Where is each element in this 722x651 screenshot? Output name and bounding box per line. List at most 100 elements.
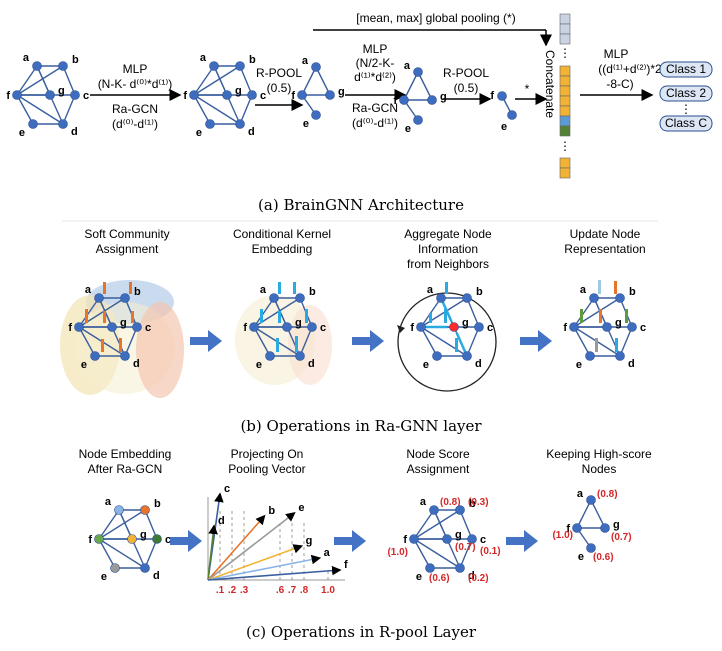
feature-bar-e — [276, 338, 279, 352]
rpool-step2-line1: Projecting On — [231, 447, 304, 461]
ragnn-step-arrow-2 — [352, 330, 384, 352]
vector-label-d: d — [218, 515, 225, 527]
node-label-e: e — [405, 123, 411, 135]
node-label-f: f — [291, 90, 295, 102]
vector-label-f: f — [344, 559, 348, 571]
node-d — [295, 351, 305, 361]
node-a — [436, 293, 446, 303]
node-c — [467, 534, 477, 544]
node-g — [45, 90, 55, 100]
ragcn2-dims: (d⁽⁰⁾-d⁽¹⁾) — [352, 116, 398, 130]
node-label-a: a — [23, 52, 30, 64]
vector-label-e: e — [298, 502, 304, 514]
node-g — [442, 534, 452, 544]
node-label-f: f — [393, 95, 397, 107]
node-a — [94, 293, 104, 303]
rpool-step1-line2: After Ra-GCN — [88, 462, 163, 476]
feature-bar-c — [625, 309, 628, 323]
vector-ellipsis-1: ⋮ — [559, 46, 571, 60]
ragnn-step2-line1: Conditional Kernel — [233, 227, 331, 241]
node-label-d: d — [153, 570, 160, 582]
projection-tick: .2 — [228, 585, 237, 596]
node-label-e: e — [578, 551, 584, 563]
feature-bar-g — [103, 311, 106, 323]
projection-tick: .8 — [300, 585, 309, 596]
node-a — [32, 61, 42, 71]
node-label-b: b — [134, 286, 141, 298]
mlp3-label: MLP — [604, 47, 629, 61]
node-c — [307, 322, 317, 332]
aggregation-cycle — [397, 292, 497, 392]
node-f — [399, 95, 409, 105]
mlp2-label: MLP — [363, 42, 388, 56]
node-b — [295, 293, 305, 303]
node-label-f: f — [243, 322, 247, 334]
node-label-e: e — [416, 571, 422, 583]
node-g — [427, 95, 437, 105]
ragnn-step3-line3: from Neighbors — [407, 257, 489, 271]
ragnn-step3-line2: Information — [418, 242, 478, 256]
node-g — [600, 523, 610, 533]
vector-label-c: c — [224, 483, 230, 495]
node-f — [572, 523, 582, 533]
rpool-step-arrow-1 — [170, 530, 202, 552]
mlp3-dims-2: -8-C) — [606, 77, 633, 91]
node-label-e: e — [501, 121, 507, 133]
node-label-c: c — [487, 322, 493, 334]
ragnn-step-arrow-1 — [190, 330, 222, 352]
node-label-g: g — [58, 85, 65, 97]
node-label-a: a — [577, 488, 584, 500]
node-label-g: g — [295, 317, 302, 329]
node-label-c: c — [83, 90, 89, 102]
node-label-f: f — [490, 90, 494, 102]
node-g — [127, 534, 137, 544]
kept-nodes-graph: a(0.8)f(1.0)g(0.7)e(0.6) — [552, 488, 631, 563]
node-label-e: e — [196, 127, 202, 139]
node-label-a: a — [580, 284, 587, 296]
mlp2-dims-1: (N/2-K- — [356, 56, 395, 70]
mlp3-dims-1: ((d⁽¹⁾+d⁽²⁾)*2 — [598, 62, 662, 76]
node-d — [615, 351, 625, 361]
node-label-e: e — [303, 118, 309, 130]
feature-bar-c — [305, 309, 308, 323]
node-label-g: g — [462, 317, 469, 329]
rpool-step-arrow-2 — [334, 530, 366, 552]
ragnn-step1-line1: Soft Community — [84, 227, 169, 241]
node-e — [90, 351, 100, 361]
ragnn-panel: Soft Community Assignment Conditional Ke… — [60, 227, 646, 435]
node-label-c: c — [480, 534, 486, 546]
feature-bar-b — [293, 282, 296, 294]
node-f — [94, 534, 104, 544]
node-label-c: c — [145, 322, 151, 334]
projection-tick: 1.0 — [321, 585, 335, 596]
feature-bar-a — [278, 282, 281, 294]
node-f — [189, 90, 199, 100]
node-a — [269, 293, 279, 303]
ragcn1-label: Ra-GCN — [112, 102, 158, 116]
ragnn-step2-line2: Embedding — [252, 242, 313, 256]
rpool2-label: R-POOL — [443, 66, 489, 80]
node-a — [413, 67, 423, 77]
node-label-a: a — [200, 52, 207, 64]
feature-bar-g — [278, 311, 281, 323]
node-d — [58, 119, 68, 129]
node-label-f: f — [88, 534, 92, 546]
node-label-f: f — [403, 534, 407, 546]
node-label-g: g — [120, 317, 127, 329]
readout-star: * — [525, 82, 530, 96]
rpool1-ratio: (0.5) — [267, 81, 292, 95]
feature-bar-d — [615, 338, 618, 352]
class-outputs: Class 1 Class 2 ⋮ Class C — [659, 61, 713, 132]
node-b — [235, 61, 245, 71]
node-e — [110, 563, 120, 573]
node-d — [140, 563, 150, 573]
mlp1-label: MLP — [123, 62, 148, 76]
feature-bar-b — [614, 281, 617, 294]
caption-c: (c) Operations in R-pool Layer — [246, 623, 477, 641]
ragnn-step4-line1: Update Node — [570, 227, 641, 241]
